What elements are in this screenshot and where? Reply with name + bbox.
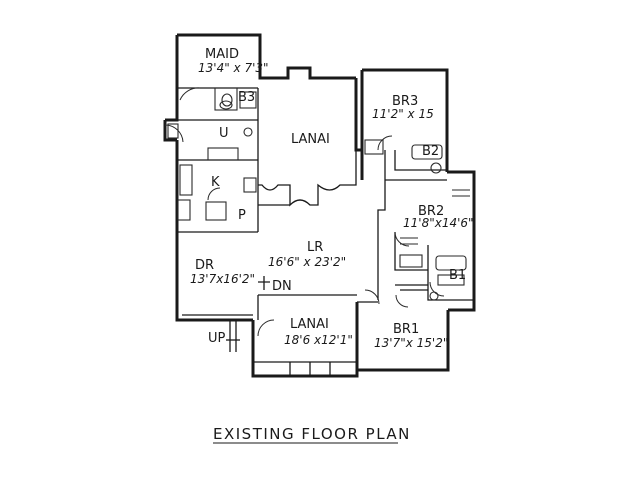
dr-dimensions: 13'7x16'2" — [190, 272, 255, 286]
fixtures — [167, 87, 470, 301]
br1-dimensions: 13'7"x 15'2" — [374, 336, 448, 350]
labels: MAID 13'4" x 7'3" B3 U LANAI BR3 11'2" x… — [190, 47, 474, 350]
maid-dimensions: 13'4" x 7'3" — [198, 61, 269, 75]
lanai-bottom-dimensions: 18'6 x12'1" — [284, 333, 353, 347]
br3-dimensions: 11'2" x 15 — [372, 107, 434, 121]
pantry-label: P — [238, 208, 246, 223]
dr-label: DR — [195, 258, 214, 273]
br3-label: BR3 — [392, 94, 418, 109]
up-label: UP — [208, 331, 226, 346]
b1-label: B1 — [449, 268, 466, 283]
br1-label: BR1 — [393, 322, 419, 337]
kitchen-label: K — [211, 175, 220, 190]
lanai-top-label: LANAI — [291, 132, 330, 147]
plan-title: EXISTING FLOOR PLAN — [213, 425, 411, 443]
entry-stair — [226, 276, 270, 352]
b2-label: B2 — [422, 144, 439, 159]
utility-label: U — [219, 126, 229, 141]
dn-label: DN — [272, 279, 292, 294]
b3-label: B3 — [238, 90, 255, 105]
lanai-bottom-label: LANAI — [290, 317, 329, 332]
doors — [164, 87, 445, 337]
lr-label: LR — [307, 240, 323, 255]
br2-dimensions: 11'8"x14'6" — [403, 216, 474, 230]
br2-label: BR2 — [418, 204, 444, 219]
lr-dimensions: 16'6" x 23'2" — [268, 255, 346, 269]
maid-label: MAID — [205, 47, 239, 62]
